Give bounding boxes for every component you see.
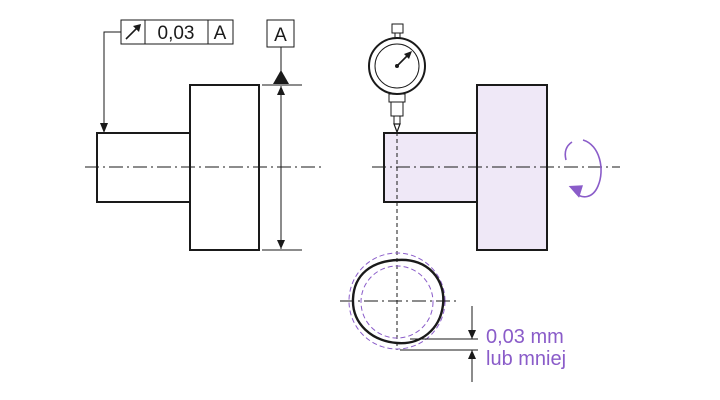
datum-feature: A [266, 19, 295, 84]
tolerance-datum-ref: A [214, 23, 227, 44]
measured-profile [351, 258, 445, 345]
datum-triangle-icon [273, 70, 289, 84]
annotation-line-1: 0,03 mm [486, 326, 564, 348]
tolerance-zone-dimension [400, 306, 478, 382]
right-part-drawing [372, 84, 620, 251]
feature-control-frame: 0,03 A [120, 19, 234, 45]
tolerance-leader [100, 31, 121, 133]
runout-circle-view [340, 252, 456, 350]
diameter-dimension [262, 84, 302, 251]
tolerance-value: 0,03 [158, 23, 195, 44]
circular-runout-arrow-icon [125, 24, 141, 40]
rotation-arrow-icon [564, 139, 602, 198]
dial-indicator-icon [368, 23, 426, 134]
left-part-drawing [85, 84, 325, 251]
annotation-line-2: lub mniej [486, 348, 566, 370]
inner-tolerance-circle [360, 265, 434, 339]
datum-label: A [274, 25, 287, 46]
